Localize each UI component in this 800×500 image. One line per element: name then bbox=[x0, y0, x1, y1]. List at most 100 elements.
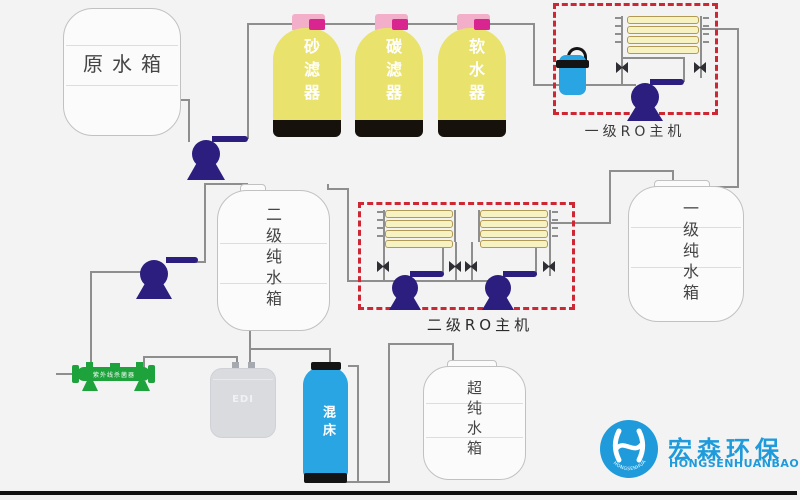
stage1-pure-tank-label: 一级纯水箱 bbox=[680, 200, 699, 305]
transfer-pump bbox=[140, 260, 168, 288]
pipe-ro1-product bbox=[702, 28, 738, 30]
floor-line bbox=[0, 491, 797, 495]
ro2b-right-manifold bbox=[549, 210, 551, 242]
logo-icon: HONGSENHUANBAO bbox=[598, 416, 658, 478]
raw-water-tank-label: 原水箱 bbox=[83, 52, 170, 76]
pipe bbox=[452, 343, 454, 365]
tank-seam bbox=[631, 267, 741, 268]
tank-seam bbox=[631, 227, 741, 228]
membrane-tube bbox=[385, 230, 453, 238]
ro2a-left-manifold bbox=[383, 210, 385, 242]
ro1-pump-base bbox=[627, 107, 663, 121]
ro2-valve-4 bbox=[543, 261, 555, 272]
pipe bbox=[700, 47, 702, 78]
stage2-pure-tank-label: 二级纯水箱 bbox=[263, 206, 282, 311]
raw-water-tank bbox=[63, 8, 181, 136]
tank-seam bbox=[220, 243, 327, 244]
stage2-pure-tank bbox=[217, 190, 330, 331]
uv-sterilizer-foot bbox=[134, 381, 150, 391]
pipe bbox=[188, 99, 190, 142]
ro1-right-manifold bbox=[700, 16, 702, 49]
pipe bbox=[672, 170, 674, 188]
sand-filter bbox=[273, 28, 341, 128]
sand-filter-valve bbox=[309, 19, 325, 30]
uv-sterilizer-nub bbox=[110, 363, 120, 368]
pipe bbox=[348, 365, 359, 367]
pipe bbox=[533, 84, 563, 86]
carbon-filter-label: 碳滤器 bbox=[383, 38, 402, 107]
uv-sterilizer-nub bbox=[86, 362, 93, 368]
pipe bbox=[327, 188, 349, 190]
ultrapure-tank-label: 超纯水箱 bbox=[465, 380, 483, 460]
membrane-tube bbox=[480, 220, 548, 228]
pipe bbox=[737, 28, 739, 187]
ro2-valve-1 bbox=[377, 261, 389, 272]
pipe bbox=[204, 183, 247, 185]
logo-name-cn: 宏森环保 bbox=[668, 436, 784, 464]
pipe bbox=[196, 261, 206, 263]
membrane-tube bbox=[627, 46, 699, 54]
raw-water-pump-base bbox=[187, 164, 225, 180]
uv-sterilizer-label: 紫外线杀菌器 bbox=[92, 372, 135, 379]
pipe bbox=[683, 57, 685, 82]
uv-sterilizer bbox=[77, 367, 150, 381]
mixed-bed-label: 混床 bbox=[320, 405, 335, 441]
uv-sterilizer-nub bbox=[136, 362, 143, 368]
pipe bbox=[56, 373, 78, 375]
membrane-tube bbox=[385, 210, 453, 218]
pipe bbox=[90, 271, 142, 273]
logo-h-icon: HONGSENHUANBAO bbox=[598, 416, 648, 472]
softener bbox=[438, 28, 506, 128]
sand-filter-label: 砂滤器 bbox=[301, 38, 320, 107]
ro2-pump-a bbox=[392, 275, 418, 301]
pipe bbox=[609, 170, 674, 172]
ro1-right-ports bbox=[703, 17, 709, 47]
ro2-valve-2 bbox=[449, 261, 461, 272]
softener-label: 软水器 bbox=[466, 38, 485, 107]
pipe bbox=[143, 356, 237, 358]
sand-filter-base bbox=[273, 120, 341, 137]
membrane-tube bbox=[627, 26, 699, 34]
ultrapure-tank bbox=[423, 366, 526, 480]
membrane-tube bbox=[385, 240, 453, 248]
ro1-membrane-stack bbox=[627, 16, 699, 54]
ro2-membrane-stack-b bbox=[480, 210, 548, 248]
pipe bbox=[90, 271, 92, 369]
ro2-pump-a-arm bbox=[410, 271, 444, 277]
ro1-valve-right bbox=[694, 62, 706, 73]
pipe bbox=[249, 348, 331, 350]
membrane-tube bbox=[385, 220, 453, 228]
precision-filter-band bbox=[556, 60, 589, 68]
carbon-filter-base bbox=[355, 120, 423, 137]
tank-seam bbox=[426, 403, 523, 404]
ro-stage2-label: 二级RO主机 bbox=[426, 316, 534, 334]
precision-filter-handle bbox=[567, 47, 587, 62]
edi-module bbox=[210, 368, 276, 438]
uv-sterilizer-foot bbox=[82, 381, 98, 391]
ro1-left-ports bbox=[615, 17, 621, 47]
ro2-pump-b bbox=[485, 275, 511, 301]
stage1-pure-tank bbox=[628, 186, 744, 322]
softener-base bbox=[438, 120, 506, 137]
pipe bbox=[533, 23, 535, 85]
ro2-membrane-stack-a bbox=[385, 210, 453, 248]
softener-valve bbox=[474, 19, 490, 30]
pipe bbox=[609, 170, 611, 224]
raw-water-pump bbox=[192, 140, 220, 168]
carbon-filter-valve bbox=[392, 19, 408, 30]
pipe bbox=[388, 343, 454, 345]
pipe bbox=[327, 184, 329, 190]
uv-sterilizer-endcap bbox=[72, 365, 79, 383]
tank-seam bbox=[426, 437, 523, 438]
pipe bbox=[329, 348, 331, 365]
raw-water-pump-arm bbox=[212, 136, 248, 142]
carbon-filter bbox=[355, 28, 423, 128]
pipe bbox=[249, 330, 251, 377]
tank-seam bbox=[213, 379, 273, 380]
membrane-tube bbox=[627, 16, 699, 24]
membrane-tube bbox=[480, 240, 548, 248]
pipe bbox=[357, 365, 359, 483]
pipe bbox=[143, 357, 145, 369]
ro1-left-manifold bbox=[621, 16, 623, 49]
ro1-pump bbox=[631, 83, 659, 111]
